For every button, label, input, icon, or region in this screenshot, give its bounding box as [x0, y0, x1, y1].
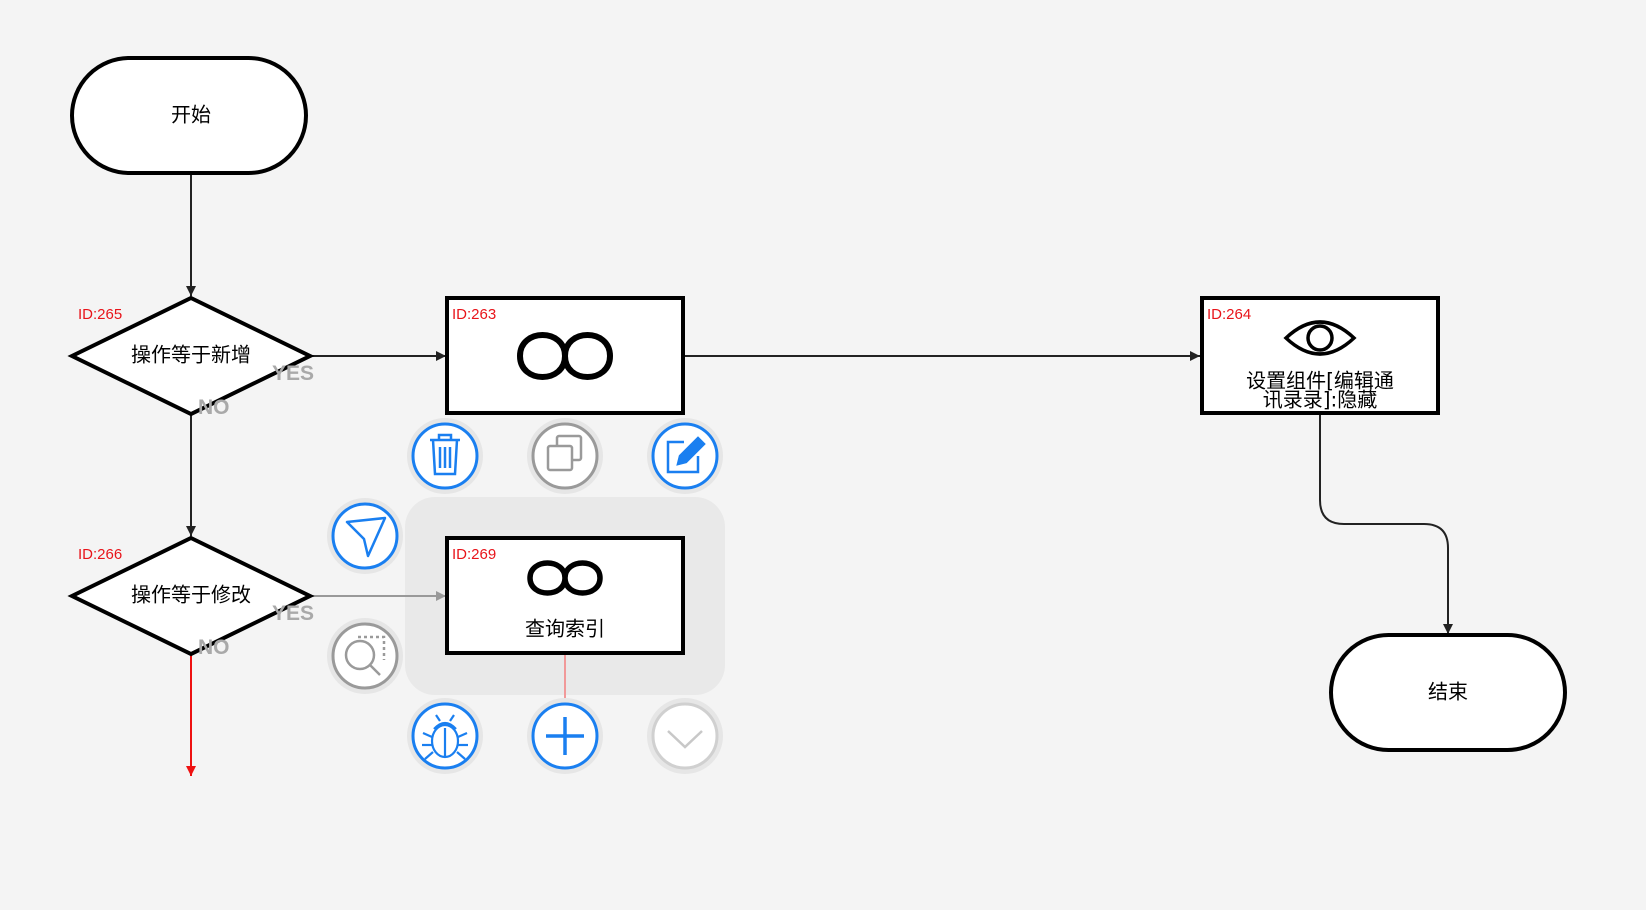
infinity-icon [516, 332, 614, 380]
infinity-icon [527, 560, 603, 596]
end-node-label: 结束 [1428, 680, 1468, 704]
decision-266-no-label: NO [198, 636, 230, 659]
visibility-node-264[interactable]: 设置组件[编辑通 讯录录]:隐藏 [1200, 296, 1440, 415]
zoom-select-icon [344, 635, 386, 676]
loop-node-263[interactable] [445, 296, 685, 415]
decision-266-id: ID:266 [78, 546, 122, 563]
decision-265-no-label: NO [198, 396, 230, 419]
send-icon [345, 516, 387, 558]
query-node-269[interactable]: 查询索引 [445, 536, 685, 655]
decision-node-265[interactable]: 操作等于新增 [67, 295, 315, 417]
decision-266-yes-label: YES [272, 602, 314, 625]
decision-265-yes-label: YES [272, 362, 314, 385]
decision-node-266[interactable]: 操作等于修改 [67, 535, 315, 657]
inspect-button[interactable] [327, 618, 403, 694]
trash-icon [430, 433, 460, 476]
end-node[interactable]: 结束 [1329, 633, 1567, 752]
edges [186, 172, 1453, 776]
chevron-down-icon [667, 730, 703, 749]
delete-button[interactable] [407, 418, 483, 494]
visibility-264-label-line1: 设置组件[编辑通 [1246, 369, 1394, 393]
start-node-label: 开始 [171, 103, 211, 127]
bug-icon [422, 714, 468, 760]
add-button[interactable] [527, 698, 603, 774]
edge-264-to-end[interactable] [1319, 414, 1453, 634]
visibility-264-label-line2: 讯录录]:隐藏 [1263, 388, 1378, 412]
copy-button[interactable] [527, 418, 603, 494]
collapse-button[interactable] [647, 698, 723, 774]
edit-button[interactable] [647, 418, 723, 494]
query-269-label: 查询索引 [525, 617, 605, 641]
decision-265-label: 操作等于新增 [131, 343, 251, 367]
visibility-264-id: ID:264 [1207, 306, 1251, 323]
edit-icon [666, 436, 706, 474]
debug-button[interactable] [407, 698, 483, 774]
copy-icon [546, 434, 583, 472]
eye-icon [1283, 320, 1357, 356]
start-node[interactable]: 开始 [70, 56, 308, 175]
plus-icon [546, 717, 584, 755]
loop-263-id: ID:263 [452, 306, 496, 323]
decision-266-label: 操作等于修改 [131, 583, 251, 607]
query-269-id: ID:269 [452, 546, 496, 563]
navigate-button[interactable] [327, 498, 403, 574]
decision-265-id: ID:265 [78, 306, 122, 323]
